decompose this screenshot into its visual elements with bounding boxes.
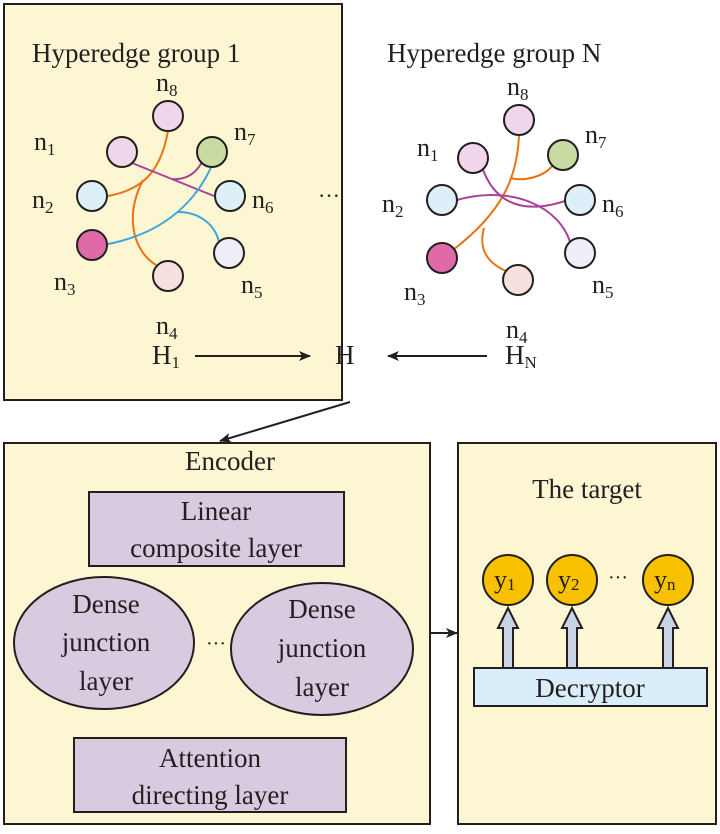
output-node-y1 <box>482 554 534 606</box>
node-label-n5: n5 <box>241 270 263 302</box>
hyperedge-purple <box>456 194 572 246</box>
node-n8 <box>503 104 535 136</box>
hyperedge-purple <box>481 166 569 208</box>
dense-junction-layer-2 <box>230 582 414 716</box>
decryptor-to-output-arrow <box>496 605 520 669</box>
node-n1 <box>106 136 138 168</box>
encoder-title: Encoder <box>185 446 275 476</box>
hyperedge-orange <box>509 164 554 181</box>
node-n6 <box>214 180 246 212</box>
output-label-y2: y2 <box>558 565 580 594</box>
node-n3 <box>76 229 108 261</box>
dense1-label: junction <box>61 627 151 657</box>
linear-layer-label: composite layer <box>130 533 302 563</box>
node-n1 <box>457 142 489 174</box>
node-n8 <box>152 100 184 132</box>
node-label-n4: n4 <box>506 315 528 347</box>
groupN-hyperedges <box>452 135 572 272</box>
node-n5 <box>564 237 596 269</box>
node-label-n3: n3 <box>54 267 76 299</box>
output-label-y1: y1 <box>494 565 516 594</box>
decryptor-to-output-arrow <box>656 605 680 669</box>
hyperedge-orange <box>452 135 520 251</box>
node-label-n2: n2 <box>32 185 54 217</box>
output-label-yn: yn <box>654 565 676 594</box>
attention-directing-layer <box>73 737 347 813</box>
node-n4 <box>502 264 534 296</box>
node-label-n3: n3 <box>404 277 426 309</box>
node-n6 <box>564 184 596 216</box>
node-label-n1: n1 <box>34 127 56 159</box>
groups-ellipsis: ··· <box>318 183 340 208</box>
node-n2 <box>76 180 108 212</box>
groupN-nodes: n1 n2 n3 n4 n5 n6 n7 n8 <box>382 72 624 347</box>
group1-title: Hyperedge group 1 <box>32 38 240 68</box>
dense-ellipsis: ··· <box>206 633 226 655</box>
node-label-n8: n8 <box>507 72 529 104</box>
node-label-n6: n6 <box>602 189 624 221</box>
outputs-ellipsis: ··· <box>608 567 628 589</box>
hyperedge-orange <box>131 179 157 266</box>
node-n4 <box>152 260 184 292</box>
hyperedge-groups-panel <box>3 3 343 401</box>
hyperedge-blue <box>177 211 220 243</box>
node-label-n2: n2 <box>382 189 404 221</box>
output-node-yn <box>642 554 694 606</box>
node-n3 <box>426 242 458 274</box>
decryptor-label: Decryptor <box>535 673 644 703</box>
node-label-n5: n5 <box>592 270 614 302</box>
node-n7 <box>196 136 228 168</box>
group1-nodes: n1 n2 n3 n4 n5 n6 n7 n8 <box>32 68 274 343</box>
node-n7 <box>547 139 579 171</box>
hyperedge-orange <box>107 130 169 197</box>
hyperedge-purple <box>171 161 203 181</box>
node-label-n6: n6 <box>252 185 274 217</box>
decryptor-block <box>473 667 708 707</box>
h-to-encoder-arrow <box>219 401 351 443</box>
node-label-n7: n7 <box>234 117 256 149</box>
h1-label: H1 <box>152 340 180 372</box>
decryptor-to-output-arrow <box>560 605 584 669</box>
node-n2 <box>426 184 458 216</box>
dense2-label: layer <box>295 672 349 702</box>
dense1-label: layer <box>79 666 133 696</box>
linear-layer-label: Linear <box>181 496 251 526</box>
linear-composite-layer <box>88 491 345 567</box>
merged-h-label: H <box>335 340 355 370</box>
node-label-n1: n1 <box>417 133 439 165</box>
node-n5 <box>213 237 245 269</box>
dense1-label: Dense <box>72 589 139 619</box>
node-label-n8: n8 <box>156 68 178 100</box>
target-title: The target <box>532 474 642 504</box>
attention-layer-label: directing layer <box>132 780 289 810</box>
dense2-label: Dense <box>288 594 355 624</box>
attention-layer-label: Attention <box>159 743 261 773</box>
hyperedge-blue <box>102 162 214 246</box>
node-label-n4: n4 <box>156 311 178 343</box>
dense2-label: junction <box>277 633 367 663</box>
node-label-n7: n7 <box>585 120 607 152</box>
groupN-title: Hyperedge group N <box>387 38 601 68</box>
target-outputs: y1 y2 yn <box>482 554 694 669</box>
hn-label: HN <box>505 340 537 372</box>
dense-junction-layer-1 <box>13 576 195 710</box>
output-node-y2 <box>546 554 598 606</box>
group1-hyperedges <box>102 130 220 266</box>
hyperedge-orange <box>481 227 507 272</box>
